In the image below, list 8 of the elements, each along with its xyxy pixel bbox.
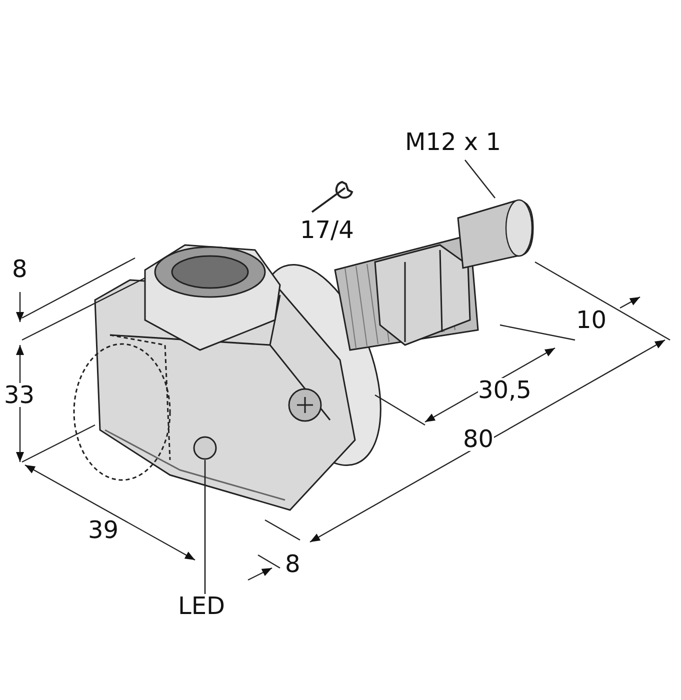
sensor-head-drawing: [455, 198, 535, 270]
leader-line: [464, 160, 496, 198]
dimension-label: 17/4: [300, 218, 354, 242]
dimension-label: 80: [463, 427, 494, 451]
dimension-label: 30,5: [478, 378, 532, 402]
leader-line: [204, 460, 206, 594]
led-lens: [193, 436, 217, 460]
dimension-label: 33: [4, 383, 35, 407]
